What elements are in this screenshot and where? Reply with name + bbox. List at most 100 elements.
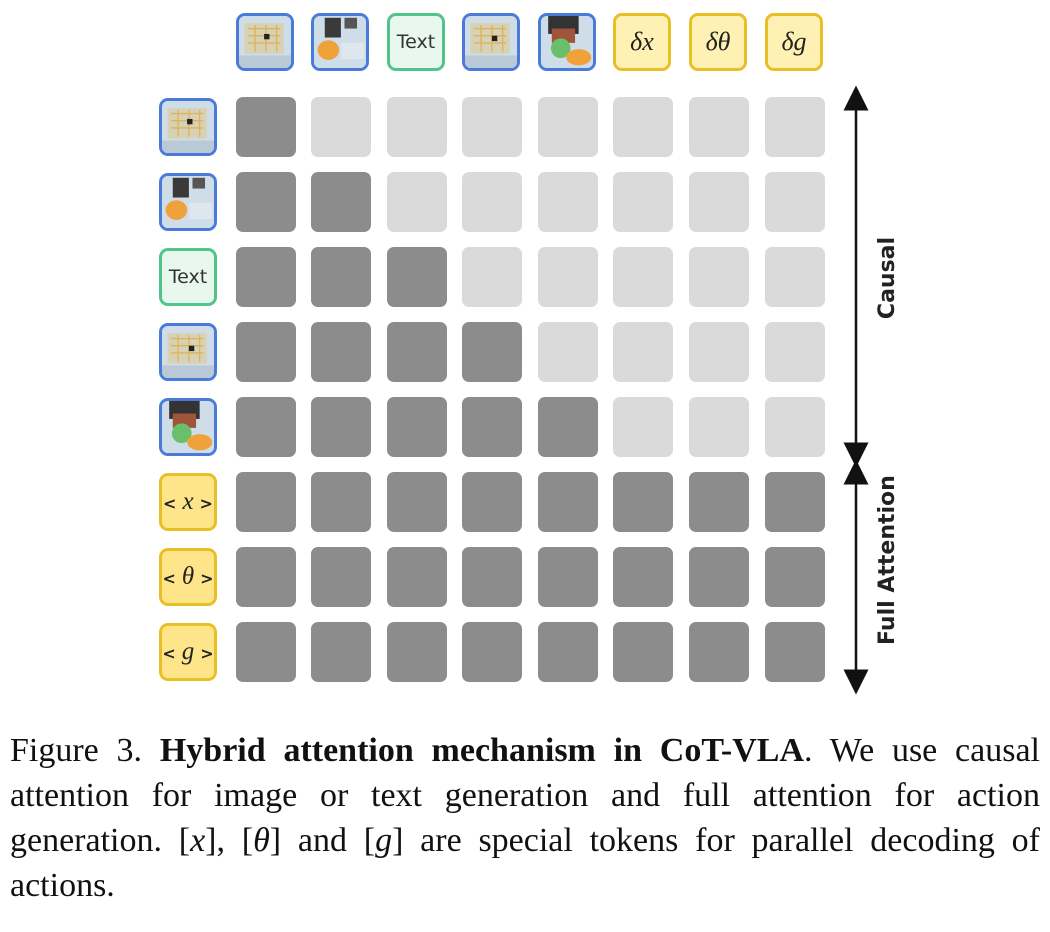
attention-cell-masked <box>462 172 522 232</box>
attention-cell-masked <box>462 97 522 157</box>
caption-x-token: x <box>190 822 206 859</box>
attention-cell-attend <box>613 472 673 532</box>
attention-cell-masked <box>538 322 598 382</box>
special-close-bracket: > <box>200 569 214 588</box>
text-token-label: Text <box>168 266 208 288</box>
figure-caption: Figure 3. Hybrid attention mechanism in … <box>10 728 1040 908</box>
attention-cell-attend <box>689 472 749 532</box>
attention-cell-masked <box>613 322 673 382</box>
attention-cell-attend <box>765 472 825 532</box>
attention-cell-masked <box>538 97 598 157</box>
attention-cell-masked <box>311 97 371 157</box>
attention-cell-masked <box>689 97 749 157</box>
action-token-label: δx <box>630 27 654 56</box>
attention-cell-attend <box>236 322 296 382</box>
row-text-token: Text <box>159 248 217 306</box>
column-action-token: δx <box>613 13 671 71</box>
attention-cell-masked <box>613 97 673 157</box>
attention-cell-masked <box>765 397 825 457</box>
row-special-token: < g > <box>159 623 217 681</box>
attention-cell-attend <box>462 322 522 382</box>
column-action-token: δθ <box>689 13 747 71</box>
attention-cell-attend <box>236 547 296 607</box>
special-symbol: g <box>181 638 195 665</box>
attention-cell-attend <box>311 172 371 232</box>
attention-cell-masked <box>689 397 749 457</box>
attention-cell-attend <box>387 397 447 457</box>
column-action-token: δg <box>765 13 823 71</box>
caption-theta-token: θ <box>253 822 270 859</box>
special-open-bracket: < <box>162 644 176 663</box>
attention-cell-attend <box>311 547 371 607</box>
caption-prefix: Figure 3. <box>10 732 143 769</box>
attention-cell-attend <box>613 547 673 607</box>
row-special-token: <x> <box>159 473 217 531</box>
robot-scene-image-4-icon <box>159 398 217 456</box>
attention-cell-masked <box>462 247 522 307</box>
attention-cell-attend <box>311 472 371 532</box>
special-token-label: <x> <box>163 488 213 516</box>
special-open-bracket: < <box>163 494 177 513</box>
caption-body-1: . We use causal attention for image or t… <box>10 732 1041 859</box>
attention-cell-attend <box>236 622 296 682</box>
attention-cell-masked <box>387 172 447 232</box>
attention-cell-attend <box>236 247 296 307</box>
attention-cell-attend <box>538 397 598 457</box>
special-close-bracket: > <box>199 494 213 513</box>
bracket-arrows <box>843 85 869 695</box>
attention-cell-attend <box>387 622 447 682</box>
attention-cell-masked <box>689 322 749 382</box>
attention-cell-attend <box>538 622 598 682</box>
attention-cell-attend <box>387 322 447 382</box>
attention-cell-masked <box>538 172 598 232</box>
special-token-label: < g > <box>162 638 213 666</box>
attention-cell-attend <box>311 322 371 382</box>
special-open-bracket: < <box>162 569 176 588</box>
attention-cell-attend <box>236 472 296 532</box>
attention-cell-attend <box>236 172 296 232</box>
attention-cell-attend <box>538 472 598 532</box>
attention-cell-attend <box>387 472 447 532</box>
robot-scene-image-4-icon <box>538 13 596 71</box>
attention-cell-masked <box>765 247 825 307</box>
attention-cell-attend <box>765 622 825 682</box>
attention-cell-attend <box>387 547 447 607</box>
attention-cell-attend <box>311 622 371 682</box>
attention-cell-attend <box>538 547 598 607</box>
special-token-label: <θ> <box>162 563 213 591</box>
caption-title: Hybrid attention mechanism in CoT-VLA <box>159 732 805 769</box>
robot-scene-image-2-icon <box>159 173 217 231</box>
attention-cell-attend <box>689 622 749 682</box>
robot-scene-image-1-icon <box>159 98 217 156</box>
attention-cell-masked <box>689 247 749 307</box>
attention-cell-masked <box>765 97 825 157</box>
attention-cell-masked <box>765 172 825 232</box>
attention-cell-attend <box>462 622 522 682</box>
attention-cell-attend <box>236 97 296 157</box>
attention-cell-attend <box>613 622 673 682</box>
attention-cell-attend <box>689 547 749 607</box>
attention-cell-masked <box>689 172 749 232</box>
action-token-label: δg <box>781 27 807 56</box>
attention-cell-attend <box>462 472 522 532</box>
attention-cell-masked <box>613 247 673 307</box>
attention-cell-masked <box>538 247 598 307</box>
attention-cell-attend <box>311 397 371 457</box>
robot-scene-image-3-icon <box>462 13 520 71</box>
attention-cell-attend <box>462 547 522 607</box>
attention-cell-masked <box>613 172 673 232</box>
caption-sep-1: ], [ <box>205 822 254 859</box>
caption-body-2: ] are special tokens for parallel decodi… <box>10 822 1040 904</box>
attention-cell-attend <box>765 547 825 607</box>
attention-cell-attend <box>311 247 371 307</box>
robot-scene-image-1-icon <box>236 13 294 71</box>
action-token-label: δθ <box>705 27 731 56</box>
row-special-token: <θ> <box>159 548 217 606</box>
column-text-token: Text <box>387 13 445 71</box>
robot-scene-image-2-icon <box>311 13 369 71</box>
attention-cell-attend <box>462 397 522 457</box>
special-close-bracket: > <box>200 644 214 663</box>
caption-sep-2: ] and [ <box>269 822 376 859</box>
attention-cell-attend <box>387 247 447 307</box>
